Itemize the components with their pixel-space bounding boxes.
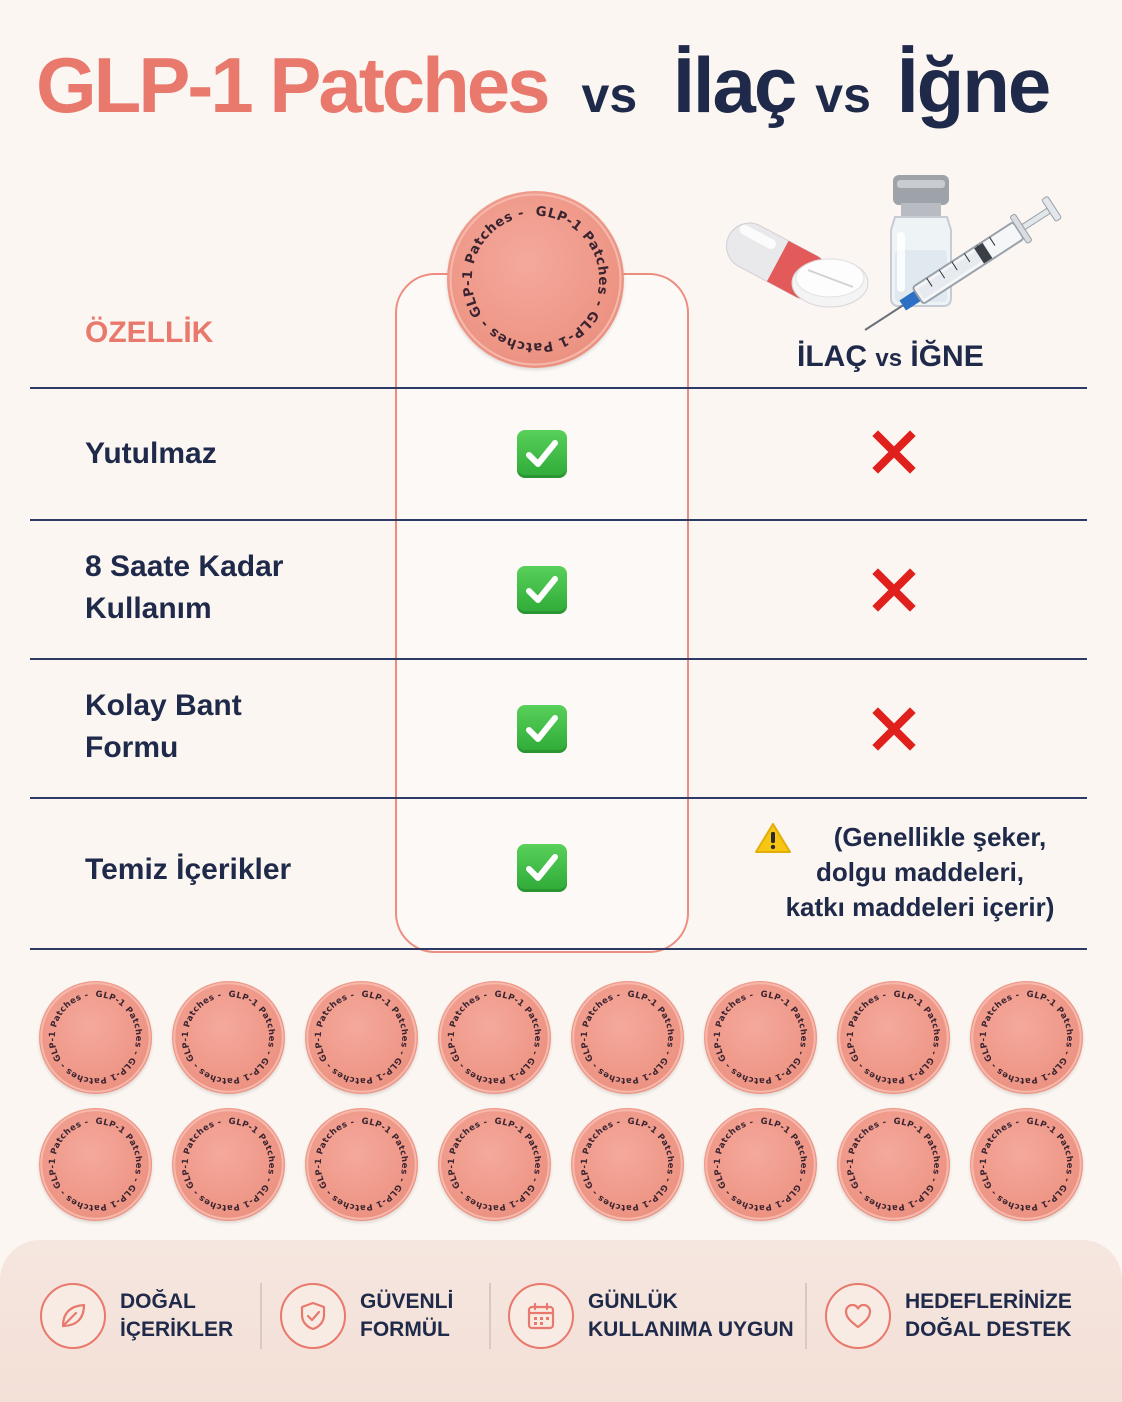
patch-image: GLP-1 Patches - GLP-1 Patches - GLP-1 Pa…: [970, 981, 1083, 1094]
patch-ring-text: GLP-1 Patches - GLP-1 Patches - GLP-1 Pa…: [579, 989, 677, 1087]
title-option-igne: İğne: [896, 41, 1051, 129]
table-row-feature-2: 8 Saate Kadar Kullanım: [85, 546, 283, 630]
check-icon: [517, 844, 567, 892]
patch-image: GLP-1 Patches - GLP-1 Patches - GLP-1 Pa…: [837, 981, 950, 1094]
benefit-natural-support: HEDEFLERİNİZE DOĞAL DESTEK: [825, 1283, 1072, 1349]
footer-divider: [489, 1283, 491, 1349]
patch-image: GLP-1 Patches - GLP-1 Patches - GLP-1 Pa…: [704, 981, 817, 1094]
benefit-natural-ingredients: DOĞAL İÇERİKLER: [40, 1283, 233, 1349]
benefit-label: İÇERİKLER: [120, 1318, 234, 1341]
patch-image: GLP-1 Patches - GLP-1 Patches - GLP-1 Pa…: [704, 1108, 817, 1221]
feature-label: Kolay Bant: [85, 689, 242, 722]
table-divider: [30, 797, 1087, 799]
pill-vial-syringe-illustration: [726, 175, 1062, 331]
patch-image: GLP-1 Patches - GLP-1 Patches - GLP-1 Pa…: [837, 1108, 950, 1221]
table-row-feature-4: Temiz İçerikler: [85, 849, 291, 891]
patch-image: GLP-1 Patches - GLP-1 Patches - GLP-1 Pa…: [571, 981, 684, 1094]
patch-ring-text: GLP-1 Patches - GLP-1 Patches - GLP-1 Pa…: [845, 1116, 943, 1214]
feature-column-header: ÖZELLİK: [85, 316, 214, 349]
benefit-label: GÜVENLİ: [360, 1290, 454, 1313]
patch-ring-text: GLP-1 Patches - GLP-1 Patches - GLP-1 Pa…: [712, 989, 810, 1087]
table-divider: [30, 519, 1087, 521]
table-divider: [30, 387, 1087, 389]
patch-ring-text: GLP-1 Patches - GLP-1 Patches - GLP-1 Pa…: [180, 989, 278, 1087]
check-icon: [517, 430, 567, 478]
patch-image-large: GLP-1 Patches - GLP-1 Patches - GLP-1 Pa…: [447, 191, 624, 368]
patch-image: GLP-1 Patches - GLP-1 Patches - GLP-1 Pa…: [39, 981, 152, 1094]
benefit-label: GÜNLÜK: [588, 1290, 678, 1313]
feature-label: Kullanım: [85, 592, 212, 625]
feature-label: Yutulmaz: [85, 437, 217, 470]
patch-ring-text: GLP-1 Patches - GLP-1 Patches - GLP-1 Pa…: [712, 1116, 810, 1214]
patch-image: GLP-1 Patches - GLP-1 Patches - GLP-1 Pa…: [172, 1108, 285, 1221]
warning-icon: [755, 823, 791, 853]
patch-ring-text: GLP-1 Patches - GLP-1 Patches - GLP-1 Pa…: [313, 989, 411, 1087]
cross-icon: [872, 568, 916, 612]
patch-ring-text: GLP-1 Patches - GLP-1 Patches - GLP-1 Pa…: [579, 1116, 677, 1214]
table-divider: [30, 948, 1087, 950]
patch-image: GLP-1 Patches - GLP-1 Patches - GLP-1 Pa…: [39, 1108, 152, 1221]
heart-icon: [825, 1283, 891, 1349]
benefit-label: DOĞAL: [120, 1290, 196, 1313]
patch-ring-text: GLP-1 Patches - GLP-1 Patches - GLP-1 Pa…: [978, 989, 1076, 1087]
benefit-label: FORMÜL: [360, 1318, 450, 1341]
patch-image: GLP-1 Patches - GLP-1 Patches - GLP-1 Pa…: [970, 1108, 1083, 1221]
benefit-label: KULLANIMA UYGUN: [588, 1318, 794, 1341]
title-brand: GLP-1 Patches: [36, 41, 551, 129]
benefit-label: DOĞAL DESTEK: [905, 1318, 1072, 1341]
patch-ring-text: GLP-1 Patches - GLP-1 Patches - GLP-1 Pa…: [180, 1116, 278, 1214]
calendar-icon: [508, 1283, 574, 1349]
table-row-feature-3: Kolay Bant Formu: [85, 685, 242, 769]
shield-check-icon: [280, 1283, 346, 1349]
warning-note: (Genellikle şeker, dolgu maddeleri, katk…: [760, 820, 1080, 925]
patch-ring-text: GLP-1 Patches - GLP-1 Patches - GLP-1 Pa…: [446, 989, 544, 1087]
patch-ring-text: GLP-1 Patches - GLP-1 Patches - GLP-1 Pa…: [47, 989, 145, 1087]
patch-ring-text: GLP-1 Patches - GLP-1 Patches - GLP-1 Pa…: [845, 989, 943, 1087]
benefit-label: HEDEFLERİNİZE: [905, 1290, 1072, 1313]
patch-ring-text: GLP-1 Patches - GLP-1 Patches - GLP-1 Pa…: [446, 1116, 544, 1214]
compare-header-vs: vs: [875, 345, 903, 372]
compare-header-igne: İĞNE: [910, 340, 984, 373]
table-row-feature-1: Yutulmaz: [85, 433, 217, 475]
page-title: GLP-1 Patches vs İlaç vs İğne: [36, 40, 1051, 131]
feature-label: Temiz İçerikler: [85, 853, 292, 886]
patch-ring-text: GLP-1 Patches - GLP-1 Patches - GLP-1 Pa…: [313, 1116, 411, 1214]
cross-icon: [872, 707, 916, 751]
compare-header-ilac: İLAÇ: [797, 340, 867, 373]
check-icon: [517, 705, 567, 753]
title-option-ilac: İlaç: [673, 41, 797, 129]
footer-divider: [805, 1283, 807, 1349]
title-vs-2: vs: [815, 67, 871, 123]
benefit-safe-formula: GÜVENLİ FORMÜL: [280, 1283, 453, 1349]
patch-ring-text: GLP-1 Patches - GLP-1 Patches - GLP-1 Pa…: [978, 1116, 1076, 1214]
warning-note-line: (Genellikle şeker,: [833, 822, 1047, 852]
warning-note-line: dolgu maddeleri,: [815, 857, 1025, 887]
patch-ring-text: GLP-1 Patches - GLP-1 Patches - GLP-1 Pa…: [461, 205, 611, 355]
warning-note-line: katkı maddeleri içerir): [785, 892, 1055, 922]
leaf-icon: [40, 1283, 106, 1349]
compare-column-header: İLAÇ vs İĞNE: [797, 340, 984, 374]
check-icon: [517, 566, 567, 614]
footer-divider: [260, 1283, 262, 1349]
patch-image: GLP-1 Patches - GLP-1 Patches - GLP-1 Pa…: [438, 1108, 551, 1221]
patch-image: GLP-1 Patches - GLP-1 Patches - GLP-1 Pa…: [438, 981, 551, 1094]
patch-image: GLP-1 Patches - GLP-1 Patches - GLP-1 Pa…: [172, 981, 285, 1094]
benefit-daily-use: GÜNLÜK KULLANIMA UYGUN: [508, 1283, 794, 1349]
patch-image: GLP-1 Patches - GLP-1 Patches - GLP-1 Pa…: [305, 981, 418, 1094]
cross-icon: [872, 430, 916, 474]
patch-ring-text: GLP-1 Patches - GLP-1 Patches - GLP-1 Pa…: [47, 1116, 145, 1214]
patch-image: GLP-1 Patches - GLP-1 Patches - GLP-1 Pa…: [305, 1108, 418, 1221]
feature-label: Formu: [85, 731, 179, 764]
patch-image: GLP-1 Patches - GLP-1 Patches - GLP-1 Pa…: [571, 1108, 684, 1221]
title-vs-1: vs: [581, 67, 638, 123]
feature-label: 8 Saate Kadar: [85, 550, 284, 583]
table-divider: [30, 658, 1087, 660]
